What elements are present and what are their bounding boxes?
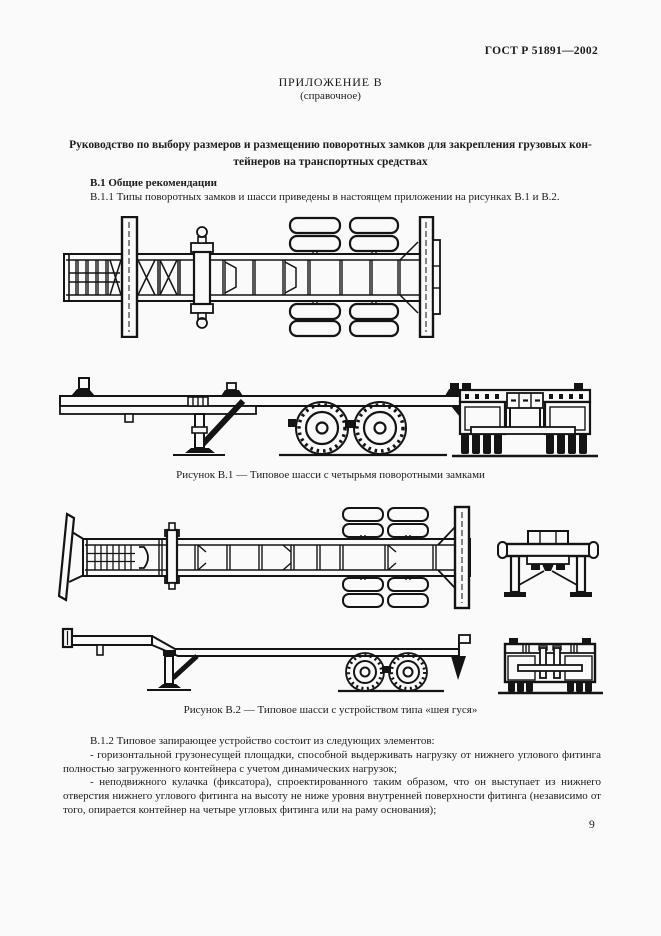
paragraph-b12: В.1.2 Типовое запирающее устройство сост… — [90, 735, 435, 747]
figure-b2-caption: Рисунок В.2 — Типовое шасси с устройство… — [183, 704, 478, 716]
main-heading-line2: тейнеров на транспортных средствах — [233, 155, 428, 168]
section-b1-title: В.1 Общие рекомендации — [90, 177, 217, 189]
main-heading: Руководство по выбору размеров и размеще… — [40, 137, 621, 170]
paragraph-b12-item2: - неподвижного кулачка (фиксатора), спро… — [63, 776, 601, 816]
figure-b1-side-drawing — [59, 377, 598, 458]
figure-b1-plan-drawing — [63, 216, 441, 338]
main-heading-line1: Руководство по выбору размеров и размеще… — [69, 139, 592, 151]
doc-code-header: ГОСТ Р 51891—2002 — [484, 45, 598, 57]
figure-b2-plan-drawing — [57, 505, 599, 610]
section-b12-block: В.1.2 Типовое запирающее устройство сост… — [63, 735, 601, 818]
figure-b2-side-drawing — [61, 627, 603, 695]
appendix-subtitle: (справочное) — [300, 90, 361, 102]
figure-b1-caption: Рисунок В.1 — Типовое шасси с четырьмя п… — [176, 469, 485, 481]
paragraph-b11: В.1.1 Типы поворотных замков и шасси при… — [90, 191, 560, 203]
page-number: 9 — [589, 819, 595, 831]
paragraph-b12-item1: - горизонтальной грузонесущей площадки, … — [63, 748, 601, 775]
appendix-title: ПРИЛОЖЕНИЕ В — [278, 75, 383, 89]
